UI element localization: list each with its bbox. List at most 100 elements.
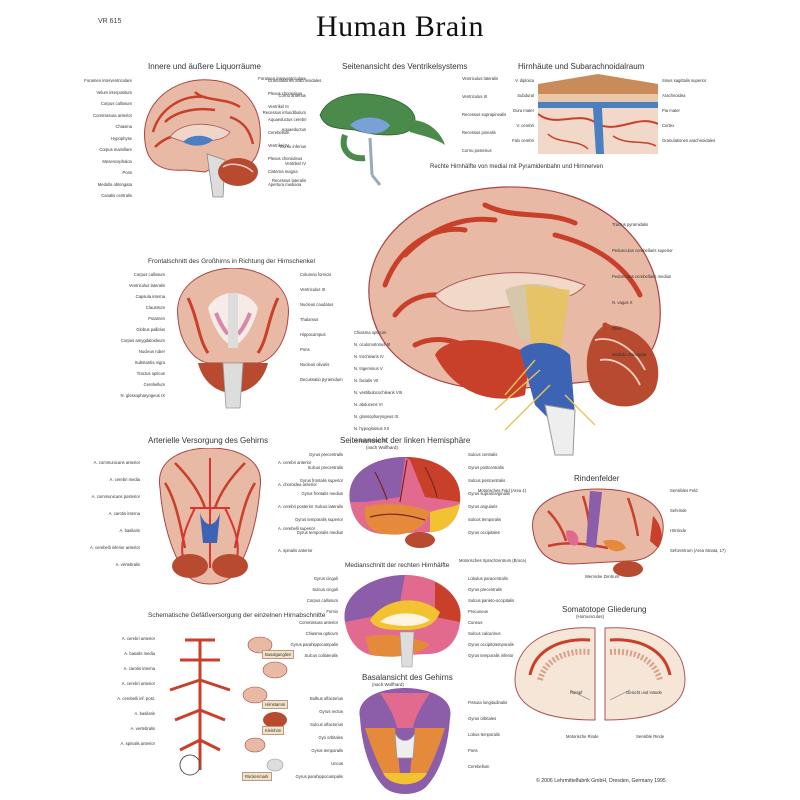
label: Corpus amygdaloideum — [120, 338, 165, 343]
ventricles-figure — [319, 93, 445, 186]
label: Plexus choroideus — [268, 156, 303, 161]
label: A. communicans posterior — [91, 494, 140, 499]
basal-view-subtitle: (nach Wolfhard) — [372, 682, 404, 687]
label: Oliva — [612, 326, 622, 331]
label: Recessus suprapinealis — [462, 112, 507, 117]
label: A. cerebri anterior — [121, 636, 155, 641]
label: Cornu posterius — [462, 148, 492, 153]
label: Cerebellum — [268, 130, 290, 135]
label: Gyrus rectus — [319, 709, 343, 714]
label: Foramen interventriculare — [258, 76, 306, 81]
label: Capsula interna — [135, 294, 165, 299]
label: Hypophyse — [111, 135, 132, 141]
speech-centers-figure — [532, 488, 664, 577]
label: Sulcus postcentralis — [468, 478, 506, 483]
label: Cerebellum — [143, 382, 165, 387]
label: A. spinalis anterior — [120, 741, 155, 746]
label: Sulcus calcarinus — [468, 631, 501, 636]
label: Commissura anterior — [93, 112, 132, 118]
label: Corpus callosum — [133, 272, 165, 277]
schematic-figure — [169, 636, 288, 776]
label: Gyrus temporalis inferior — [468, 653, 514, 658]
label: Sulcus lateralis — [314, 504, 343, 509]
label: Cortex — [662, 123, 675, 128]
label: Motorisches Feld (Area 4) — [477, 488, 526, 493]
poster-code: VR 615 — [98, 18, 122, 25]
medial-right-figure — [344, 575, 461, 668]
meninges-figure — [538, 74, 658, 154]
medial-view-figure — [144, 79, 261, 198]
schematic-tag: Rückenmark — [242, 772, 272, 781]
label: Corpus callosum — [306, 598, 338, 603]
label: Lobus temporalis — [468, 732, 500, 737]
schematic-tag: Hirnstamm — [262, 700, 289, 709]
label: Cerebellum — [468, 764, 490, 769]
label: Gyrus postcentralis — [468, 465, 504, 470]
label: Fissura longitudinalis — [468, 700, 508, 705]
panel-title-medial-right: Medianschnitt der rechten Hirnhälfte — [345, 562, 450, 569]
label: Medulla oblongata — [612, 352, 647, 357]
label: Velum interpositum — [96, 89, 132, 95]
label: A. cerebelli superior — [278, 526, 316, 531]
panel-title-speech-centers: Rindenfelder — [574, 474, 620, 483]
label: N. vagus X — [612, 300, 633, 305]
label: V. diploica — [515, 78, 534, 83]
label: Claustrum — [145, 305, 165, 310]
label: Gyrus frontalis medius — [301, 491, 343, 496]
label: Nucleus olivaris — [300, 362, 330, 367]
label: Decussatio pyramidum — [300, 377, 343, 382]
label: A. vertebralis — [115, 562, 140, 567]
label: Gyrus temporalis superior — [295, 517, 343, 522]
label: Nucleus caudatus — [300, 302, 334, 307]
label: Sulcus cinguli — [312, 587, 338, 592]
panel-title-ventricles: Seitenansicht des Ventrikelsystems — [342, 62, 468, 71]
label: Cuneus — [468, 620, 483, 625]
somatotopy-subtitle: (Homunculus) — [576, 614, 605, 619]
panel-title-somatotopy: Somatotope Gliederung — [562, 605, 647, 614]
basal-view-figure — [359, 688, 451, 794]
label: A. cerebri anterior — [278, 460, 312, 465]
label: Wernicke Zentrum — [585, 574, 620, 579]
label: Gyrus cinguli — [313, 576, 338, 581]
label: Gyrus orbitales — [468, 716, 497, 721]
label: N. trochlearis IV — [354, 354, 384, 359]
label: Pons — [300, 347, 310, 352]
panel-title-schematic: Schematische Gefäßversorgung der einzeln… — [148, 612, 326, 619]
somatotopy-label: Gesicht und Hände — [626, 690, 662, 695]
label: Tractus opticus — [136, 371, 165, 376]
label: Cornu inferius — [279, 144, 306, 149]
label: Gyrus parahippocampalis — [290, 642, 338, 647]
label: A. carotis interna — [108, 511, 140, 516]
label: N. glossopharyngeus IX — [354, 414, 399, 419]
label: Commissura anterior — [299, 620, 338, 625]
label: Substantia nigra — [134, 360, 165, 365]
label: A. communicans anterior — [93, 460, 140, 465]
schematic-tag: Basalganglien — [262, 650, 295, 659]
label: Gyrus frontalis superior — [299, 478, 343, 483]
label: Chiasma opticum — [354, 330, 387, 335]
label: A. cerebelli inf. post. — [117, 696, 155, 701]
label: Foramen interventriculare — [84, 78, 132, 83]
label: A. carotis interna — [123, 666, 155, 671]
panel-title-frontal-section: Frontalschnitt des Großhirns in Richtung… — [148, 258, 315, 265]
panel-title-left-hemisphere: Seitenansicht der linken Hemisphäre — [340, 436, 471, 445]
schematic-tag: Kleinhirn — [262, 726, 285, 735]
label: Granulationes arachnoidales — [662, 138, 716, 143]
label: Chiasma opticum — [305, 631, 338, 636]
label: Plexus choroideus — [268, 91, 303, 96]
label: Sulcus precentralis — [307, 465, 343, 470]
label: Gyrus angularis — [468, 504, 498, 509]
label: Fornix — [326, 609, 338, 614]
label: Ventrikel IV — [268, 143, 290, 148]
label: Sulcus centralis — [468, 452, 498, 457]
label: A. cerebri posterior — [278, 504, 314, 509]
label: Thalamus — [300, 317, 319, 322]
somatotopy-label: Motorische Rinde — [566, 734, 599, 739]
label: N. vestibulocochlearis VIII — [354, 390, 403, 395]
label: Ventriculus lateralis — [128, 283, 165, 288]
label: A. basalis media — [124, 651, 155, 656]
label: Mesencephalon — [102, 158, 132, 164]
label: Granulationes arachnoidales — [268, 78, 322, 83]
label: Putamen — [148, 316, 165, 321]
label: Cornu anterius — [278, 93, 306, 98]
